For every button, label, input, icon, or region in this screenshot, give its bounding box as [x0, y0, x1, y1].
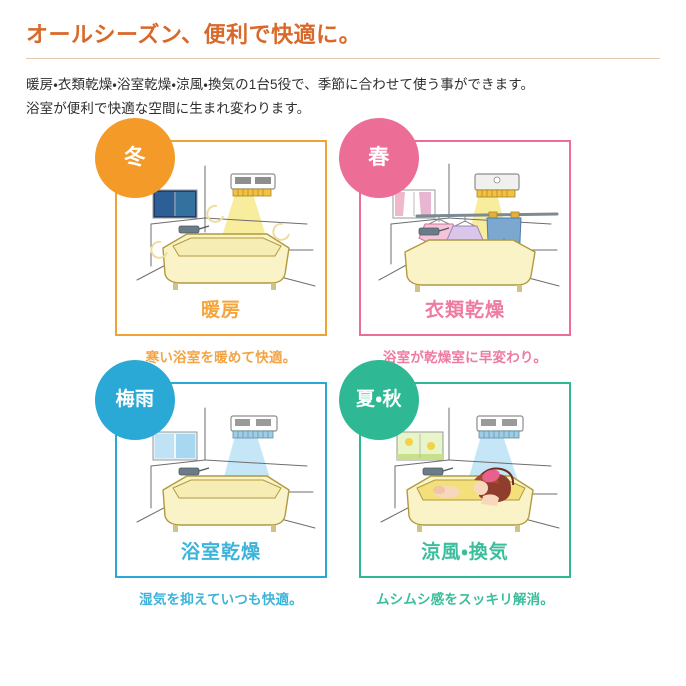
- season-badge-rainy: 梅雨: [95, 359, 175, 440]
- page-header: オールシーズン、便利で快適に。 暖房・衣類乾燥・浴室乾燥・涼風・換気の1台5役で…: [0, 0, 686, 120]
- bathtub-icon: [404, 239, 536, 292]
- heater-unit-icon: [474, 173, 520, 198]
- title-divider: [26, 58, 660, 60]
- clothes-pole-icon: [415, 212, 559, 218]
- season-card-grid: 暖房 冬 寒い浴室を暖めて快適。: [0, 117, 686, 608]
- card-label: 浴室乾燥: [180, 541, 261, 563]
- card-label: 暖房: [200, 299, 241, 321]
- season-card-rainy[interactable]: 浴室乾燥 梅雨 湿気を抑えていつも快適。: [95, 359, 329, 608]
- window-icon: [152, 431, 198, 461]
- season-card-spring[interactable]: 衣類乾燥 春 浴室が乾燥室に早変わり。: [339, 117, 573, 366]
- page-title: オールシーズン、便利で快適に。: [26, 22, 362, 47]
- illustration-laundry: [361, 146, 573, 298]
- bathing-person-icon: [433, 467, 515, 506]
- card-caption: 湿気を抑えていつも快適。: [139, 591, 303, 607]
- heater-unit-icon: [230, 173, 276, 197]
- card-label: 衣類乾燥: [424, 299, 505, 321]
- faucet-icon: [178, 225, 210, 234]
- lead-line-2: 浴室が便利で快適な空間に生まれ変わります。: [26, 100, 311, 116]
- season-badge-summer-autumn: 夏・秋: [339, 359, 419, 440]
- bathroom-scene-svg: [380, 407, 560, 532]
- lead-line-1: 暖房・衣類乾燥・浴室乾燥・涼風・換気の1台5役で、季節に合わせて使う事ができます…: [26, 77, 535, 93]
- illustration-heating: [117, 146, 329, 298]
- season-badge-spring: 春: [339, 117, 419, 198]
- card-caption: 寒い浴室を暖めて快適。: [145, 349, 297, 365]
- window-icon: [396, 431, 444, 461]
- heater-unit-icon: [476, 415, 524, 439]
- bathtub-icon: [162, 233, 290, 290]
- card-label: 涼風・換気: [421, 541, 509, 563]
- bathroom-scene-svg: [136, 165, 316, 290]
- window-icon: [152, 189, 198, 219]
- lead-paragraph: 暖房・衣類乾燥・浴室乾燥・涼風・換気の1台5役で、季節に合わせて使う事ができます…: [26, 73, 660, 119]
- card-frame: 暖房: [115, 139, 329, 336]
- heater-unit-icon: [230, 415, 278, 439]
- card-caption: 浴室が乾燥室に早変わり。: [382, 349, 548, 365]
- illustration-bath-dry: [117, 388, 329, 540]
- bathtub-icon: [162, 475, 290, 532]
- faucet-icon: [178, 467, 210, 476]
- season-badge-winter: 冬: [95, 117, 175, 198]
- window-icon: [392, 189, 436, 219]
- bathtub-icon: [406, 475, 534, 532]
- card-caption: ムシムシ感をスッキリ解消。: [375, 591, 555, 607]
- warm-air-icon: [150, 204, 290, 259]
- faucet-icon: [418, 227, 450, 236]
- cool-beam: [467, 435, 519, 484]
- season-card-winter[interactable]: 暖房 冬 寒い浴室を暖めて快適。: [95, 117, 329, 366]
- bathroom-scene-svg: [136, 407, 316, 532]
- bathroom-scene-svg: [378, 163, 560, 292]
- faucet-icon: [422, 467, 454, 476]
- illustration-cooling: [361, 388, 573, 540]
- season-card-summer-autumn[interactable]: 涼風・換気 夏・秋 ムシムシ感をスッキリ解消。: [339, 359, 573, 608]
